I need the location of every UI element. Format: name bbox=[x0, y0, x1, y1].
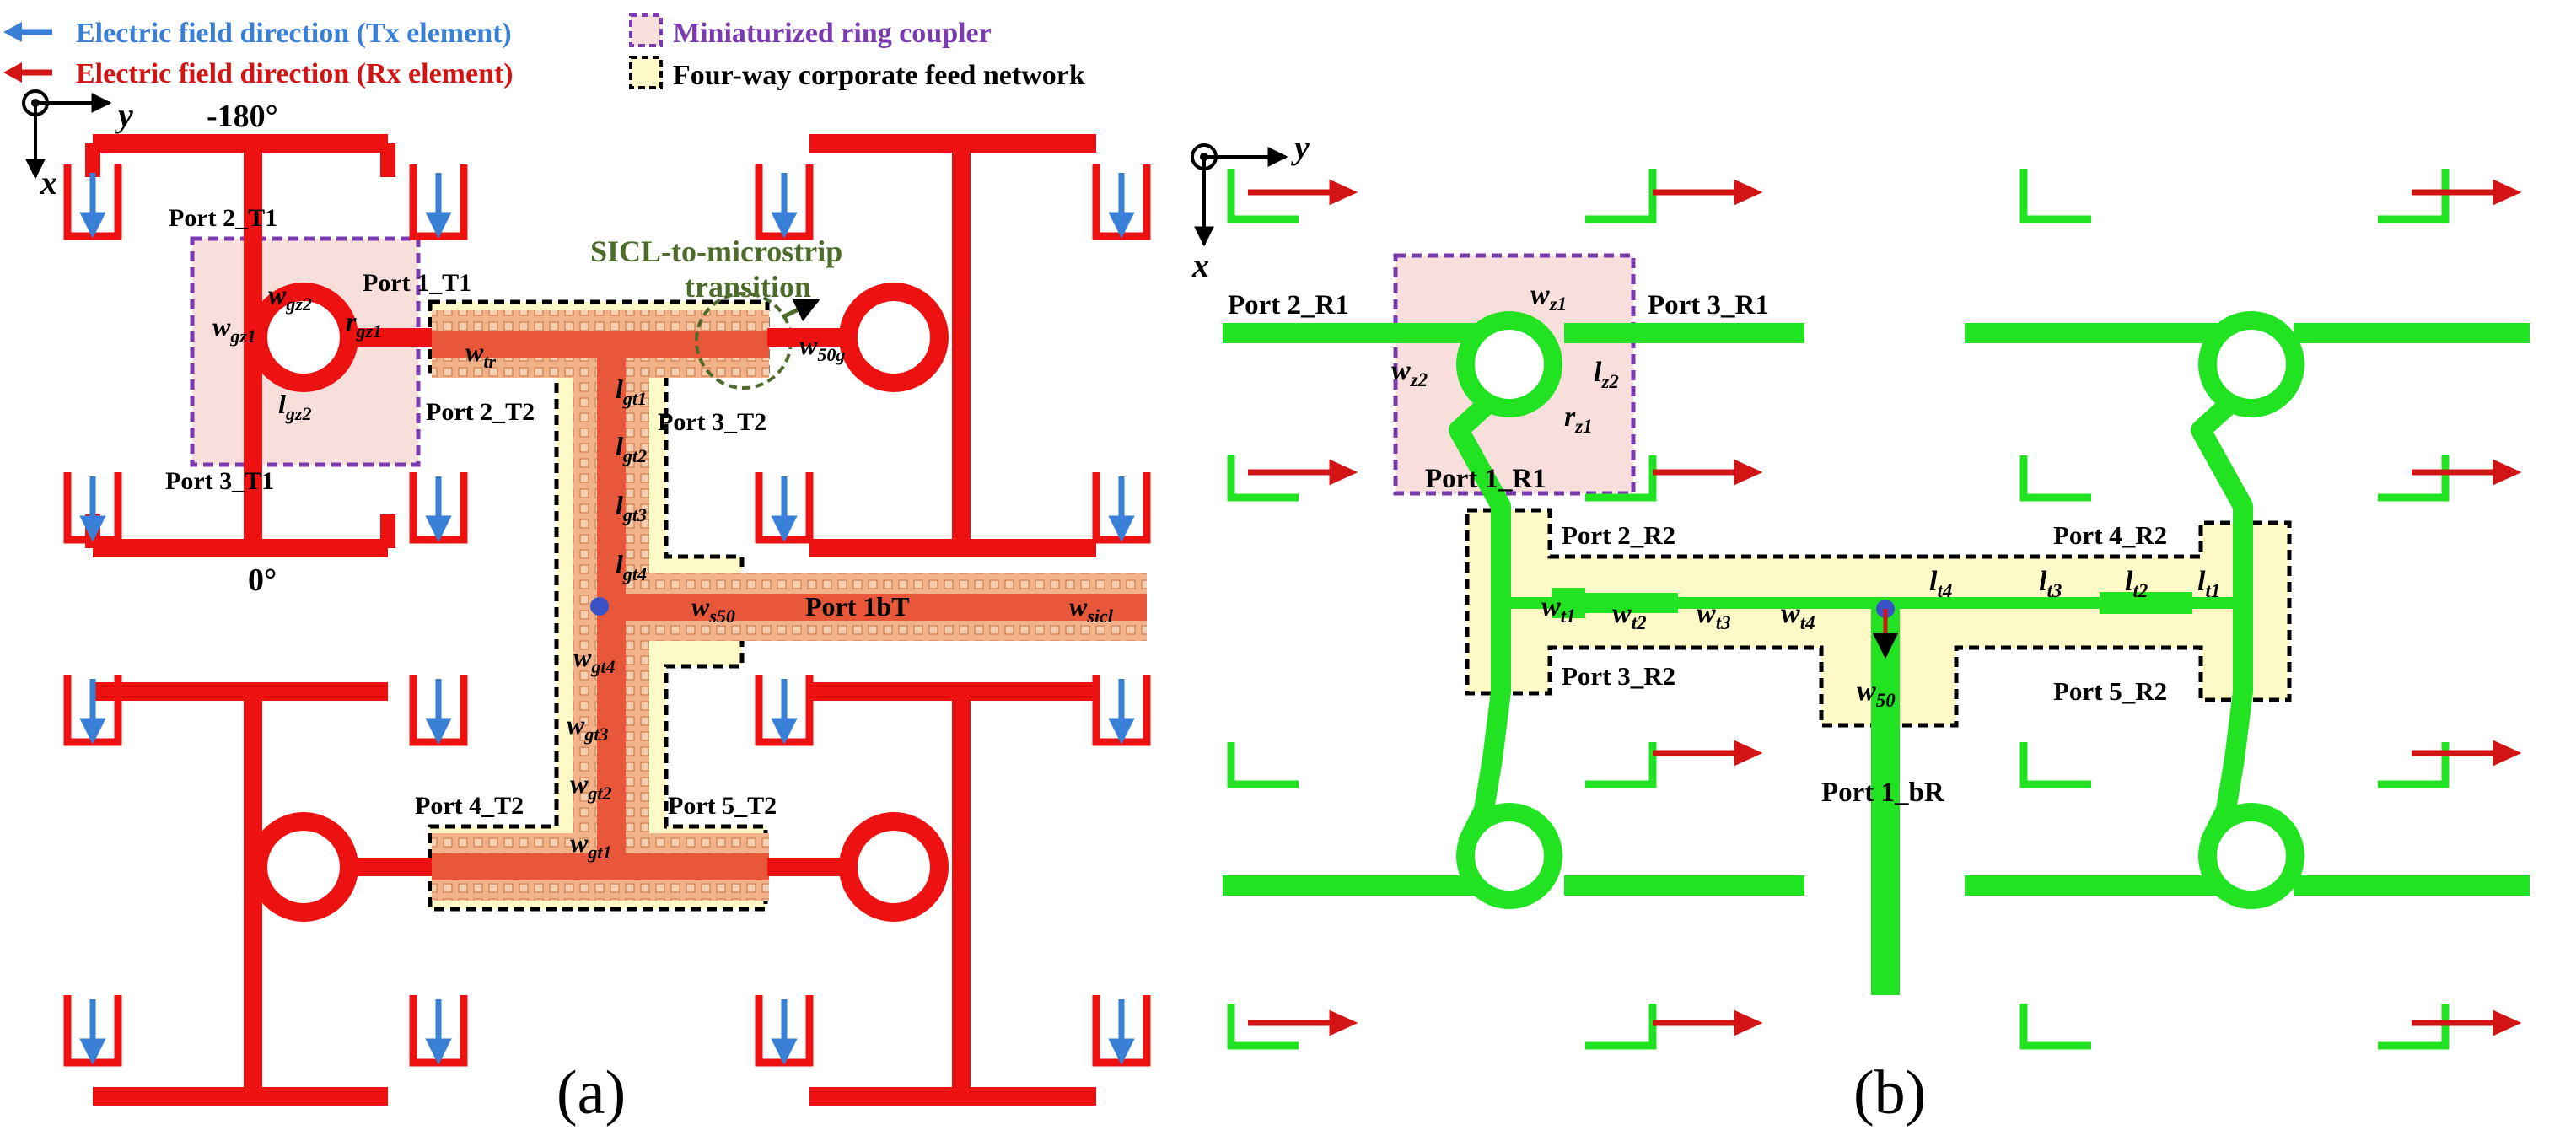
panel-b: y x bbox=[1191, 128, 2530, 1128]
dim-lgt2: lgt2 bbox=[616, 431, 647, 466]
port-1bt-dot bbox=[590, 597, 609, 616]
dim-lgt4: lgt4 bbox=[616, 549, 647, 584]
sicl-lines bbox=[432, 310, 1147, 901]
dim-w50: w50 bbox=[1857, 675, 1896, 711]
port-5-t2-label: Port 5_T2 bbox=[668, 792, 777, 820]
transition-label: SICL-to-microstrip transition bbox=[590, 234, 842, 304]
axis-b: y x bbox=[1191, 128, 1310, 284]
dim-ws50: ws50 bbox=[691, 591, 735, 627]
legend-rx-label: Electric field direction (Rx element) bbox=[76, 58, 514, 89]
port-3-r1-label: Port 3_R1 bbox=[1648, 290, 1769, 320]
phase-top-label: -180° bbox=[207, 99, 278, 134]
port-2-r2-label: Port 2_R2 bbox=[1562, 520, 1675, 550]
rx-elements bbox=[1227, 169, 2522, 1050]
dim-lgt3: lgt3 bbox=[616, 490, 647, 525]
port-1-br-label: Port 1_bR bbox=[1821, 778, 1945, 808]
dim-wt1: wt1 bbox=[1541, 591, 1576, 627]
dim-wt2: wt2 bbox=[1612, 598, 1647, 633]
port-1bt-label: Port 1bT bbox=[805, 591, 910, 622]
dim-rgz1: rgz1 bbox=[346, 306, 382, 342]
ring-swatch-icon bbox=[629, 13, 663, 47]
panel-a: y x -180° 0° bbox=[22, 89, 1151, 1128]
dim-wz1: wz1 bbox=[1530, 279, 1567, 315]
port-2-r1-label: Port 2_R1 bbox=[1228, 290, 1349, 320]
dim-wt4: wt4 bbox=[1781, 598, 1815, 633]
legend-ring: Miniaturized ring coupler bbox=[629, 13, 992, 49]
dim-wgt3: wgt3 bbox=[567, 709, 608, 745]
dim-wz2: wz2 bbox=[1391, 355, 1428, 390]
dim-wgt2: wgt2 bbox=[570, 768, 611, 804]
dim-rz1: rz1 bbox=[1564, 401, 1593, 437]
port-3-t1-label: Port 3_T1 bbox=[165, 467, 274, 495]
port-4-t2-label: Port 4_T2 bbox=[415, 792, 524, 820]
axis-x-b-label: x bbox=[1191, 246, 1209, 284]
dim-lz2: lz2 bbox=[1594, 357, 1619, 392]
dim-labels-b: wz1 wz2 lz2 rz1 wt1 wt2 wt3 wt4 w50 lt4 … bbox=[1391, 279, 2220, 711]
dim-labels-a: wgz2 wgz1 rgz1 lgz2 wtr w50g lgt1 lgt2 l… bbox=[212, 279, 1114, 863]
dim-wt3: wt3 bbox=[1697, 598, 1731, 633]
transition-label-line2: transition bbox=[685, 270, 811, 304]
port-1-t1-label: Port 1_T1 bbox=[363, 269, 471, 297]
port-3-t2-label: Port 3_T2 bbox=[658, 408, 766, 436]
port-2-t2-label: Port 2_T2 bbox=[426, 398, 535, 426]
dim-lt2: lt2 bbox=[2125, 566, 2148, 601]
legend: Electric field direction (Tx element) El… bbox=[3, 13, 1085, 91]
rx-arrowhead-icon bbox=[3, 62, 22, 83]
legend-tx: Electric field direction (Tx element) bbox=[3, 18, 512, 49]
axis-x-label: x bbox=[40, 164, 57, 202]
legend-ring-label: Miniaturized ring coupler bbox=[673, 18, 992, 49]
legend-feed: Four-way corporate feed network bbox=[629, 56, 1085, 91]
port-2-t1-label: Port 2_T1 bbox=[169, 204, 277, 232]
axis-y-label: y bbox=[115, 96, 133, 134]
dim-wsicl: wsicl bbox=[1069, 591, 1114, 627]
panel-a-tag: (a) bbox=[557, 1058, 626, 1128]
dim-lt4: lt4 bbox=[1929, 566, 1952, 601]
tx-elements bbox=[63, 164, 1151, 1067]
legend-feed-label: Four-way corporate feed network bbox=[673, 60, 1085, 91]
port-labels-a: Port 2_T1 Port 1_T1 Port 3_T1 Port 2_T2 … bbox=[165, 204, 910, 820]
port-5-r2-label: Port 5_R2 bbox=[2053, 676, 2167, 706]
dim-w50g: w50g bbox=[799, 330, 845, 365]
dim-wgz2: wgz2 bbox=[268, 279, 312, 315]
panel-b-tag: (b) bbox=[1853, 1058, 1926, 1128]
port-3-r2-label: Port 3_R2 bbox=[1562, 661, 1675, 691]
port-1-r1-label: Port 1_R1 bbox=[1425, 464, 1546, 494]
dim-lgt1: lgt1 bbox=[616, 374, 647, 409]
port-4-r2-label: Port 4_R2 bbox=[2053, 520, 2167, 550]
dim-wgt1: wgt1 bbox=[570, 827, 611, 863]
legend-tx-label: Electric field direction (Tx element) bbox=[76, 18, 512, 49]
tx-arrowhead-icon bbox=[3, 22, 22, 42]
transition-label-line1: SICL-to-microstrip bbox=[590, 234, 842, 268]
dim-lt1: lt1 bbox=[2197, 566, 2220, 601]
dim-wtr: wtr bbox=[465, 336, 496, 372]
ring-couplers-b bbox=[1456, 311, 2304, 909]
axis-a: y x bbox=[22, 89, 133, 202]
port-labels-b: Port 2_R1 Port 3_R1 Port 1_R1 Port 2_R2 … bbox=[1228, 290, 2167, 808]
legend-rx: Electric field direction (Rx element) bbox=[3, 58, 514, 89]
ring-couplers-a bbox=[249, 283, 949, 922]
feed-swatch-icon bbox=[629, 56, 663, 89]
dim-wgz1: wgz1 bbox=[212, 311, 256, 347]
dim-lgz2: lgz2 bbox=[278, 389, 311, 424]
dim-wgt4: wgt4 bbox=[573, 642, 615, 677]
dim-lt3: lt3 bbox=[2039, 566, 2062, 601]
phase-bottom-label: 0° bbox=[248, 562, 277, 598]
axis-y-b-label: y bbox=[1291, 128, 1310, 166]
